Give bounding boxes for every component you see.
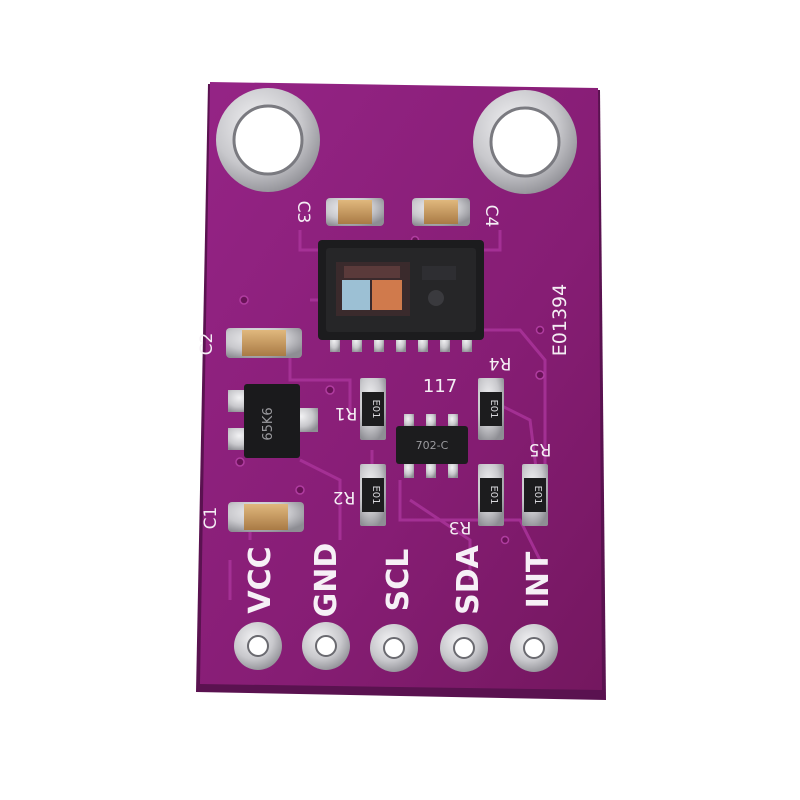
ic-marking: 702-C <box>416 439 449 452</box>
capacitor-c1 <box>228 502 304 532</box>
pad-scl <box>370 624 418 672</box>
label-r4: R4 <box>489 353 512 373</box>
regulator-ic: 702-C <box>396 414 468 478</box>
pad-sda <box>440 624 488 672</box>
label-c1: C1 <box>201 507 221 530</box>
r2-marking: E01 <box>370 485 381 504</box>
header-pads <box>234 622 558 672</box>
part-number: E01394 <box>549 284 571 356</box>
silkscreen-labels: C3 C4 C2 C1 R1 R2 R3 R4 R5 117 E01394 <box>197 201 571 537</box>
transistor: 65K6 <box>228 384 318 458</box>
pad-vcc <box>234 622 282 670</box>
pin-label-int: INT <box>521 551 556 608</box>
r3-marking: E01 <box>488 485 499 504</box>
label-c3: C3 <box>293 201 313 224</box>
mounting-hole-left <box>216 88 320 192</box>
pad-gnd <box>302 622 350 670</box>
resistor-r4: E01 <box>478 378 504 440</box>
pin-label-sda: SDA <box>451 544 486 615</box>
sensor-chip <box>318 240 484 352</box>
pin-label-vcc: VCC <box>243 546 278 613</box>
pin-label-gnd: GND <box>309 543 344 618</box>
label-r1: R1 <box>335 403 358 423</box>
resistor-r3: E01 <box>478 464 504 526</box>
capacitor-c2 <box>226 328 302 358</box>
pin-labels: VCC GND SCL SDA INT <box>243 543 556 618</box>
r5-marking: E01 <box>532 485 543 504</box>
pad-int <box>510 624 558 672</box>
label-r2: R2 <box>333 487 356 507</box>
capacitor-c3 <box>326 198 384 226</box>
label-c2: C2 <box>197 333 217 356</box>
r4-marking: E01 <box>488 399 499 418</box>
transistor-marking: 65K6 <box>261 407 276 440</box>
resistor-r1: E01 <box>360 378 386 440</box>
label-regulator: 117 <box>423 376 457 397</box>
label-r3: R3 <box>449 517 472 537</box>
label-c4: C4 <box>481 205 501 228</box>
r1-marking: E01 <box>370 399 381 418</box>
resistor-r5: E01 <box>522 464 548 526</box>
capacitor-c4 <box>412 198 470 226</box>
pin-label-scl: SCL <box>381 549 416 612</box>
resistor-r2: E01 <box>360 464 386 526</box>
mounting-hole-right <box>473 90 577 194</box>
label-r5: R5 <box>529 439 552 459</box>
